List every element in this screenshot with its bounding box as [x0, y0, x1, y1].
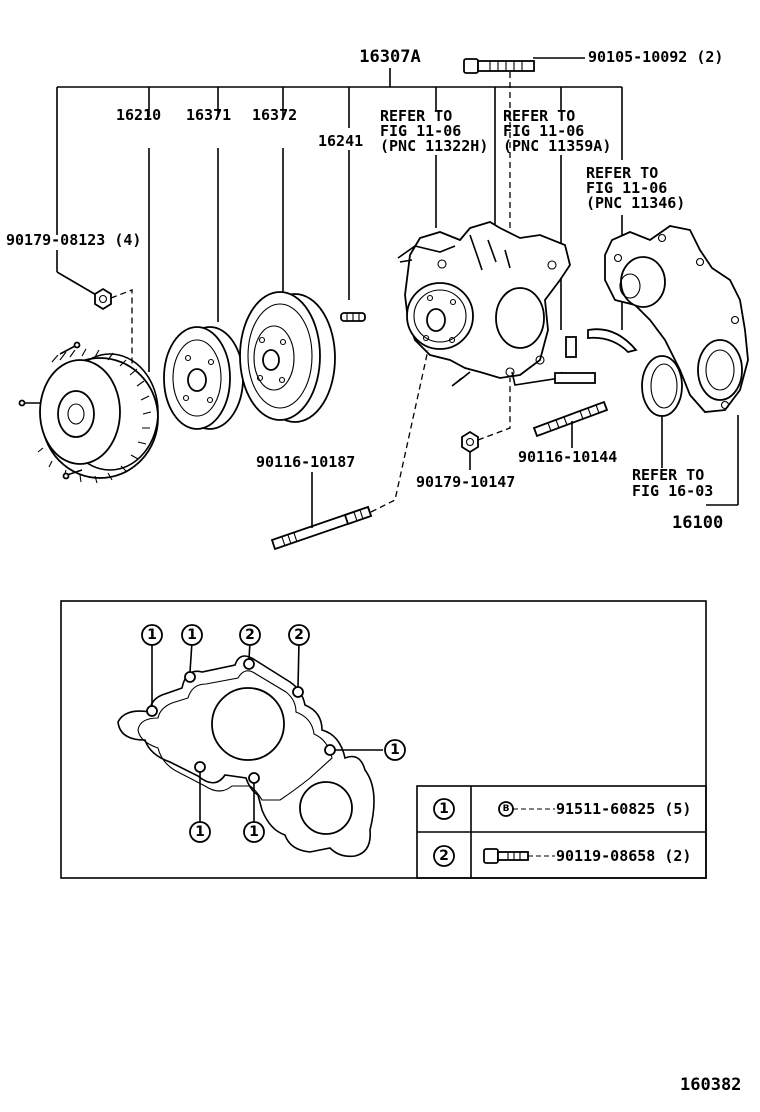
figure-id: 160382 — [680, 1075, 741, 1095]
legend-table — [416, 785, 707, 879]
bolt-icon — [483, 848, 529, 864]
gasket-drawing — [117, 655, 375, 858]
ref1-line1: REFER TO — [380, 107, 452, 125]
stud-long-part — [270, 349, 429, 551]
ref1-line3: (PNC 11322H) — [380, 137, 488, 155]
legend-row-2: 2 90119-08658 (2) — [433, 845, 691, 867]
seal-part — [641, 355, 683, 417]
ref2-line2: FIG 11-06 — [503, 122, 584, 140]
marker-label: 1 — [147, 627, 157, 643]
gasket-marker-1e: 1 — [243, 821, 265, 843]
callout-bolt-top: 90105-10092 (2) — [588, 48, 723, 66]
ref3-line3: (PNC 11346) — [586, 194, 685, 212]
bolt-top-part — [463, 57, 585, 230]
callout-nut-mid: 90179-10147 — [416, 473, 515, 491]
water-pump-bracket-lines — [661, 415, 739, 506]
pulley-a-part — [163, 326, 244, 430]
callout-pulley-a: 16371 — [186, 106, 231, 124]
marker-label: 1 — [249, 824, 259, 840]
stud-part — [340, 312, 366, 322]
stud-mid-part — [532, 400, 609, 448]
water-pump-body — [397, 221, 596, 387]
callout-assembly: 16307A — [359, 47, 420, 67]
ref3-line2: FIG 11-06 — [586, 179, 667, 197]
gasket-marker-1d: 1 — [189, 821, 211, 843]
ref-block-1: REFER TO FIG 11-06 (PNC 11322H) — [380, 107, 488, 155]
gasket-marker-1a: 1 — [141, 624, 163, 646]
marker-label: 1 — [195, 824, 205, 840]
pulley-b-part — [239, 291, 336, 423]
marker-label: 1 — [187, 627, 197, 643]
gasket-marker-2a: 2 — [239, 624, 261, 646]
gasket-marker-1b: 1 — [181, 624, 203, 646]
nut-mid-part — [461, 378, 511, 470]
callout-stud-long: 90116-10187 — [256, 453, 355, 471]
ref-block-2: REFER TO FIG 11-06 (PNC 11359A) — [503, 107, 611, 155]
detail-box — [60, 600, 707, 879]
ref4-line1: REFER TO — [632, 466, 704, 484]
marker-label: 1 — [390, 742, 400, 758]
callout-stud-mid: 90116-10144 — [518, 448, 617, 466]
marker-label: 2 — [294, 627, 304, 643]
ref4-line2: FIG 16-03 — [632, 482, 713, 500]
callout-nut-4: 90179-08123 (4) — [6, 231, 141, 249]
gasket-marker-2b: 2 — [288, 624, 310, 646]
gasket-marker-1c: 1 — [384, 739, 406, 761]
ref2-line1: REFER TO — [503, 107, 575, 125]
legend-part-1: 91511-60825 (5) — [556, 800, 691, 818]
legend-mark-2: 2 — [439, 848, 449, 864]
callout-fan-clutch: 16210 — [116, 106, 161, 124]
ref-block-4: REFER TO FIG 16-03 — [632, 466, 713, 500]
callout-water-pump: 16100 — [672, 513, 723, 533]
legend-mark-1: 1 — [439, 801, 449, 817]
nut-small-part — [94, 287, 133, 380]
o-ring-part — [587, 328, 638, 353]
ref-block-3: REFER TO FIG 11-06 (PNC 11346) — [586, 164, 685, 212]
ref2-line3: (PNC 11359A) — [503, 137, 611, 155]
callout-stud: 16241 — [318, 132, 363, 150]
housing-part — [604, 225, 749, 413]
callout-pulley-b: 16372 — [252, 106, 297, 124]
fan-clutch-part — [18, 341, 159, 484]
legend-row-1: 1 B 91511-60825 (5) — [433, 798, 691, 820]
marker-label: 2 — [245, 627, 255, 643]
ref3-line1: REFER TO — [586, 164, 658, 182]
b-symbol-icon: B — [503, 804, 510, 814]
legend-part-2: 90119-08658 (2) — [556, 847, 691, 865]
ref1-line2: FIG 11-06 — [380, 122, 461, 140]
